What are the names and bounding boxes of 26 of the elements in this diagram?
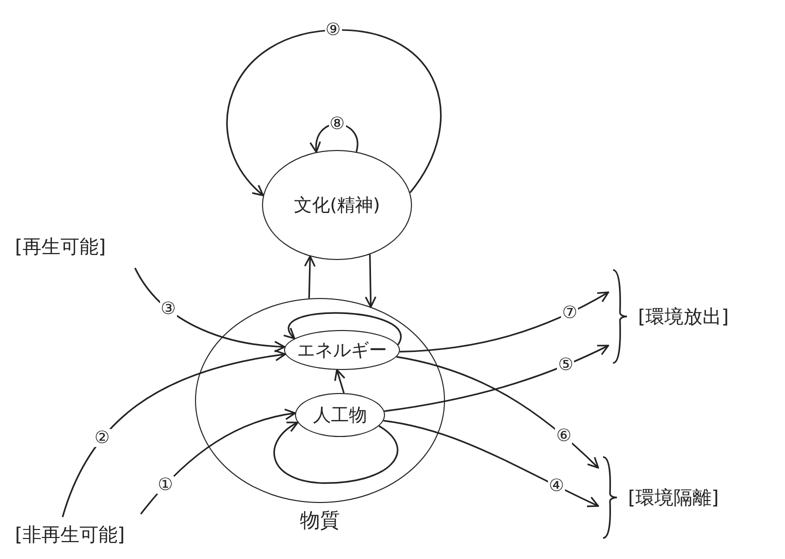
bracket-label: [環境隔離] [628,486,719,510]
ellipse-node: 人工物 [295,393,385,437]
arrow [384,344,610,412]
arrow [334,369,346,394]
arrow [62,350,286,518]
edge-label: ① [156,476,174,494]
arrow [310,124,358,153]
arrow [140,408,296,514]
arrow [226,29,442,196]
arrow [134,268,286,352]
arrow [273,422,398,484]
edge-label: ⑥ [555,427,572,446]
ellipse-node: 文化(精神) [262,150,412,260]
edge-label: ② [94,429,111,448]
arrow [284,312,402,346]
bracket-label: [環境放出] [638,304,729,330]
bracket-label: [再生可能] [15,232,165,262]
arrow [400,292,610,352]
edge-label: ③ [160,300,177,318]
arrow [396,356,599,469]
bracket-label: [非再生可能] [15,520,185,550]
group-label: 物質 [300,507,340,534]
arrow [383,420,599,508]
ellipse-node: エネルギー [284,330,400,370]
arrow [304,256,316,298]
arrow [364,254,376,308]
